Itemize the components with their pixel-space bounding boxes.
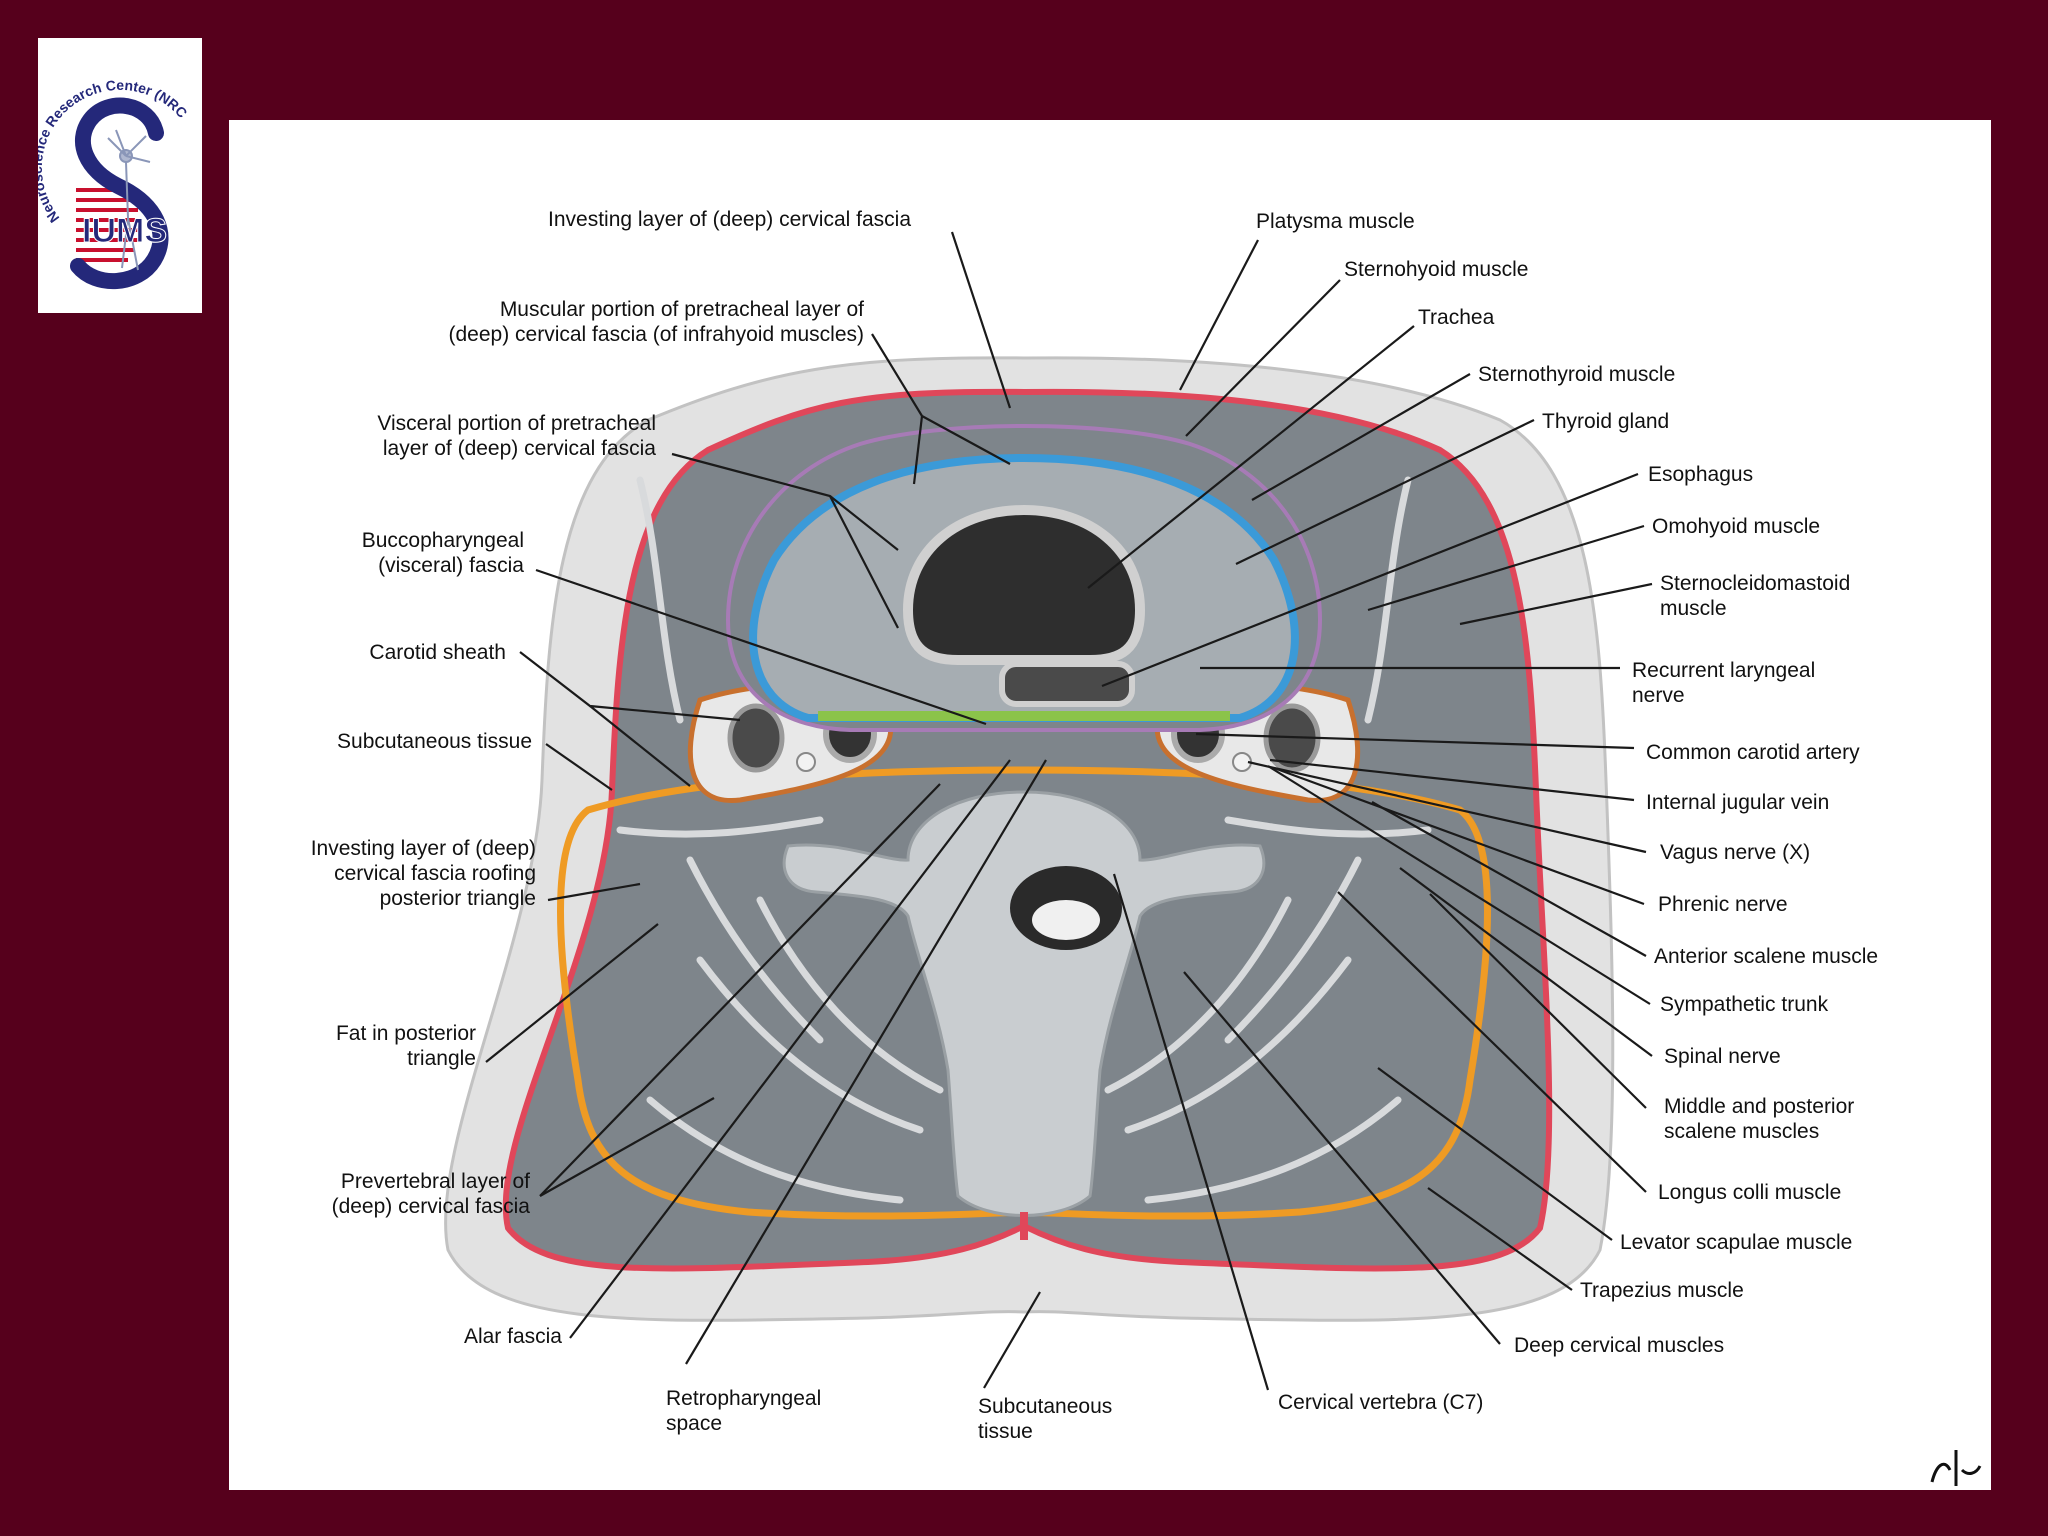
label-visceral-portion-2: layer of (deep) cervical fascia: [383, 437, 656, 460]
muscle-fascicle-lines: [616, 476, 1432, 1204]
label-muscular-portion-1: Muscular portion of pretracheal layer of: [500, 298, 864, 321]
label-fat-posterior-2: triangle: [407, 1047, 476, 1070]
vagus-nerve-left: [796, 752, 816, 772]
trachea: [902, 504, 1146, 665]
labels-left: Investing layer of (deep) cervical fasci…: [311, 208, 912, 1348]
label-muscular-portion-2: (deep) cervical fascia (of infrahyoid mu…: [449, 323, 865, 346]
label-subcutaneous-bottom-1: Subcutaneous: [978, 1395, 1112, 1418]
label-internal-jugular: Internal jugular vein: [1646, 791, 1829, 814]
label-buccopharyngeal-1: Buccopharyngeal: [362, 529, 524, 552]
label-investing-roofing-2: cervical fascia roofing: [334, 862, 536, 885]
label-retropharyngeal-1: Retropharyngeal: [666, 1387, 821, 1410]
label-buccopharyngeal-2: (visceral) fascia: [378, 554, 524, 577]
label-investing-roofing-3: posterior triangle: [380, 887, 536, 910]
label-deep-cervical: Deep cervical muscles: [1514, 1334, 1724, 1357]
nrc-logo-emblem: Neuroscience Research Center (NRC) IUMS: [29, 25, 191, 290]
label-levator-scapulae: Levator scapulae muscle: [1620, 1231, 1852, 1254]
label-platysma: Platysma muscle: [1256, 210, 1415, 233]
labels-bottom: Retropharyngeal space Subcutaneous tissu…: [666, 1387, 1483, 1443]
label-sternocleidomastoid-2: muscle: [1660, 597, 1727, 620]
label-sternothyroid: Sternothyroid muscle: [1478, 363, 1675, 386]
label-subcutaneous-bottom-2: tissue: [978, 1420, 1033, 1443]
label-recurrent-1: Recurrent laryngeal: [1632, 659, 1815, 682]
label-spinal: Spinal nerve: [1664, 1045, 1781, 1068]
label-thyroid: Thyroid gland: [1542, 410, 1669, 433]
label-phrenic: Phrenic nerve: [1658, 893, 1788, 916]
label-esophagus: Esophagus: [1648, 463, 1753, 486]
logo-emblem-text: IUMS: [82, 212, 167, 250]
label-vagus: Vagus nerve (X): [1660, 841, 1810, 864]
label-subcutaneous-left: Subcutaneous tissue: [337, 730, 532, 753]
label-omohyoid: Omohyoid muscle: [1652, 515, 1820, 538]
label-trapezius: Trapezius muscle: [1580, 1279, 1744, 1302]
label-recurrent-2: nerve: [1632, 684, 1685, 707]
label-sympathetic: Sympathetic trunk: [1660, 993, 1829, 1016]
esophagus: [999, 661, 1135, 707]
label-middle-posterior-2: scalene muscles: [1664, 1120, 1819, 1143]
label-common-carotid: Common carotid artery: [1646, 741, 1860, 764]
label-middle-posterior-1: Middle and posterior: [1664, 1095, 1854, 1118]
label-carotid-sheath: Carotid sheath: [369, 641, 506, 664]
label-cervical-vertebra: Cervical vertebra (C7): [1278, 1391, 1483, 1414]
neuron-icon: [107, 129, 151, 271]
labels-right: Platysma muscle Sternohyoid muscle Trach…: [1256, 210, 1878, 1357]
label-sternocleidomastoid-1: Sternocleidomastoid: [1660, 572, 1850, 595]
label-sternohyoid: Sternohyoid muscle: [1344, 258, 1528, 281]
label-investing-roofing-1: Investing layer of (deep): [311, 837, 536, 860]
label-anterior-scalene: Anterior scalene muscle: [1654, 945, 1878, 968]
label-visceral-portion-1: Visceral portion of pretracheal: [377, 412, 656, 435]
leader-lines: [485, 231, 1653, 1391]
jugular-vein-left: [727, 703, 785, 773]
label-trachea: Trachea: [1418, 306, 1495, 329]
label-investing-layer: Investing layer of (deep) cervical fasci…: [548, 208, 911, 231]
label-retropharyngeal-2: space: [666, 1412, 722, 1435]
label-longus-colli: Longus colli muscle: [1658, 1181, 1841, 1204]
nrc-logo: Neuroscience Research Center (NRC) IUMS: [29, 25, 202, 313]
label-prevertebral-1: Prevertebral layer of: [341, 1170, 530, 1193]
logo-s-curve: [70, 97, 169, 290]
corner-mark: [1930, 1450, 1982, 1486]
label-prevertebral-2: (deep) cervical fascia: [332, 1195, 531, 1218]
label-fat-posterior-1: Fat in posterior: [336, 1022, 476, 1045]
label-alar-fascia: Alar fascia: [464, 1325, 562, 1348]
logo-stripes: [76, 188, 140, 262]
